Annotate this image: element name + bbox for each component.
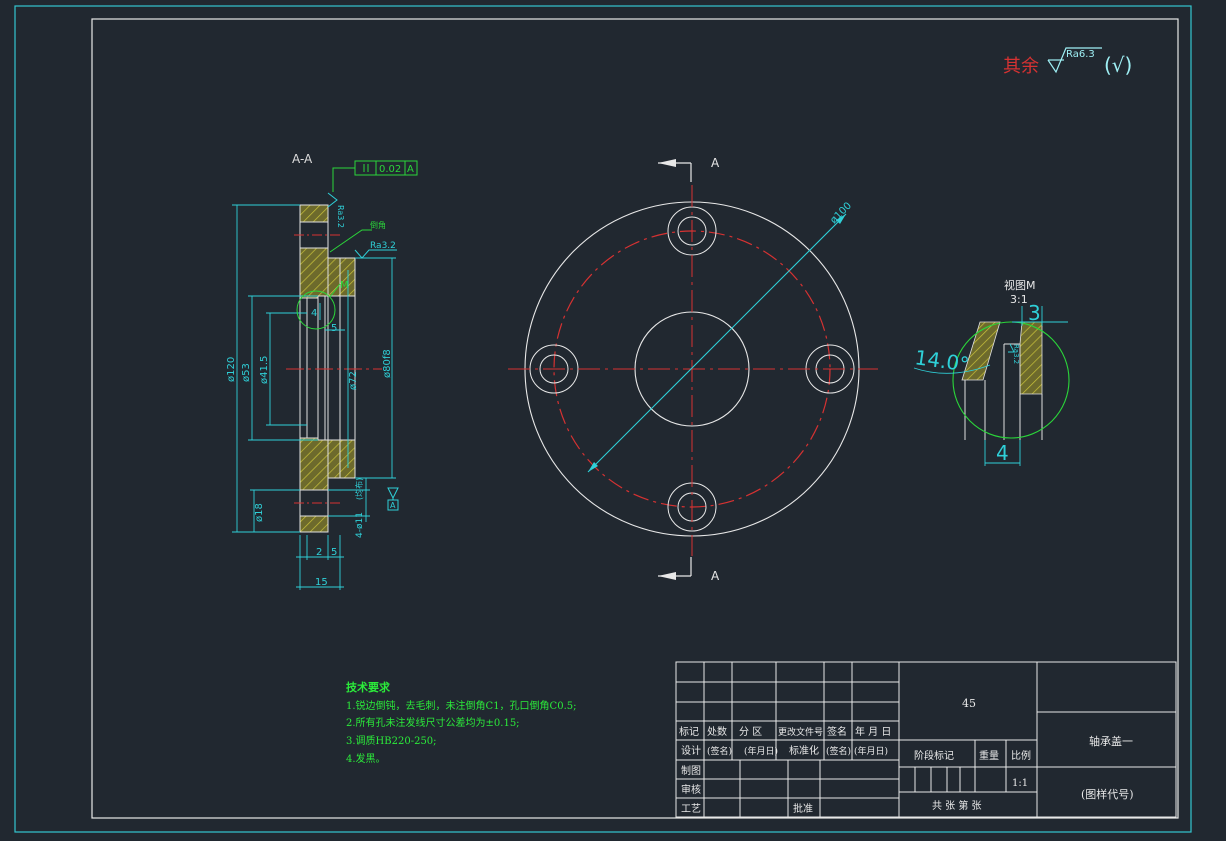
detail-dimensions [913, 306, 1068, 466]
tb-design-date: (年月日) [744, 745, 778, 757]
svg-text:Ra3.2: Ra3.2 [370, 241, 396, 251]
roughness-value: Ra6.3 [1066, 49, 1095, 60]
dim-w15: 15 [315, 577, 328, 588]
flatness-tolerance: 0.02 A [332, 160, 418, 192]
section-view: A-A 0.02 A [226, 152, 418, 590]
tb-design-std: 标准化 [789, 744, 819, 757]
svg-text:Ra3.2: Ra3.2 [336, 205, 345, 228]
tb-design: 设计 [681, 744, 701, 757]
dim-d18: ø18 [254, 503, 265, 522]
section-mark-top: A [711, 156, 720, 170]
technical-requirements: 技术要求 1.锐边倒钝，去毛刺，未注倒角C1，孔口倒角C0.5; 2.所有孔未注… [346, 680, 576, 765]
tb-header-zone: 分 区 [739, 726, 762, 738]
note-2: 2.所有孔未注发线尺寸公差均为±0.15; [346, 716, 520, 729]
tb-process: 工艺 [681, 803, 701, 815]
tb-design-sign: (签名) [707, 745, 732, 757]
dim-d80f8: ø80f8 [382, 349, 393, 378]
dim-w5: 5 [331, 547, 337, 558]
dia100-leader [587, 213, 847, 473]
dim-small-5: 5 [331, 323, 337, 334]
detail-title: 视图M [1004, 278, 1036, 292]
note-1: 1.锐边倒钝，去毛刺，未注倒角C1，孔口倒角C0.5; [346, 699, 576, 712]
detail-scale: 3:1 [1010, 293, 1028, 306]
dim-w2: 2 [316, 547, 322, 558]
tb-part-name: 轴承盖一 [1089, 734, 1133, 748]
outer-border [14, 5, 1192, 833]
svg-text:A: A [390, 501, 396, 510]
tb-design-sign2: (签名) [826, 745, 851, 757]
roughness-mark: (√) [1104, 53, 1132, 77]
chamfer-leader: 倒角 [329, 220, 386, 253]
dim-d41-5: ø41.5 [259, 356, 270, 384]
tb-drawing-code: (图样代号) [1081, 787, 1134, 801]
dim-d72: ø72 [348, 371, 359, 390]
tb-scale: 比例 [1011, 749, 1031, 762]
tb-approve: 批准 [793, 802, 813, 815]
dim-d53: ø53 [241, 363, 252, 382]
section-title: A-A [292, 152, 313, 166]
detail-hatch-left [961, 321, 1001, 381]
section-mark-bottom: A [711, 569, 720, 583]
tb-scale-value: 1:1 [1012, 778, 1028, 789]
title-block [675, 661, 1177, 818]
detail-view: 视图M 3:1 3 14.0° 4 Ra3.2 [913, 278, 1070, 466]
tolerance-datum: A [407, 164, 414, 175]
tb-draw: 制图 [681, 764, 701, 777]
tb-weight: 重量 [979, 749, 999, 762]
tb-header-date: 年 月 日 [855, 725, 891, 738]
tb-header-sign: 签名 [827, 725, 847, 738]
tb-header-doc: 更改文件号 [778, 726, 823, 738]
detail-boundary-circle [952, 321, 1070, 439]
detail-hatch-right [1019, 321, 1043, 395]
note-3: 3.调质HB220-250; [346, 735, 437, 747]
dim-small-4: 4 [311, 308, 317, 319]
detail-m-circle [296, 290, 336, 330]
general-roughness-note: 其余 Ra6.3 (√) [1003, 47, 1132, 77]
section-roughness-mid: Ra3.2 [354, 241, 397, 259]
tb-design-date2: (年月日) [854, 745, 888, 757]
dim-d120: ø120 [226, 357, 237, 382]
section-roughness-top: Ra3.2 [327, 192, 345, 228]
title-block-text: 45 轴承盖一 (图样代号) 标记 处数 分 区 更改文件号 签名 年 月 日 … [679, 697, 1134, 815]
detail-dim-3: 3 [1028, 301, 1041, 325]
section-dimensions [232, 204, 396, 590]
tb-header-count: 处数 [707, 725, 727, 738]
tb-header-mark: 标记 [679, 726, 699, 738]
tb-check: 审核 [681, 783, 701, 796]
note-4: 4.发黑。 [346, 752, 386, 765]
plan-view: A A ø100 [508, 156, 878, 583]
svg-text:倒角: 倒角 [370, 220, 386, 230]
notes-title: 技术要求 [346, 680, 391, 694]
detail-ra: Ra3.2 [1012, 344, 1020, 364]
tolerance-value: 0.02 [379, 164, 401, 175]
detail-m-label: M [340, 280, 349, 291]
detail-dim-4: 4 [996, 441, 1009, 465]
dim-holes-note: (均布) [354, 478, 364, 500]
tb-sheets: 共 张 第 张 [932, 799, 982, 812]
datum-a-marker: A [387, 487, 399, 511]
tb-material: 45 [962, 697, 976, 710]
dia100-label: ø100 [828, 201, 854, 227]
inner-border [91, 18, 1179, 819]
tb-stage: 阶段标记 [914, 749, 954, 762]
dim-holes: 4-ø11 [355, 512, 365, 538]
roughness-prefix: 其余 [1003, 56, 1039, 77]
